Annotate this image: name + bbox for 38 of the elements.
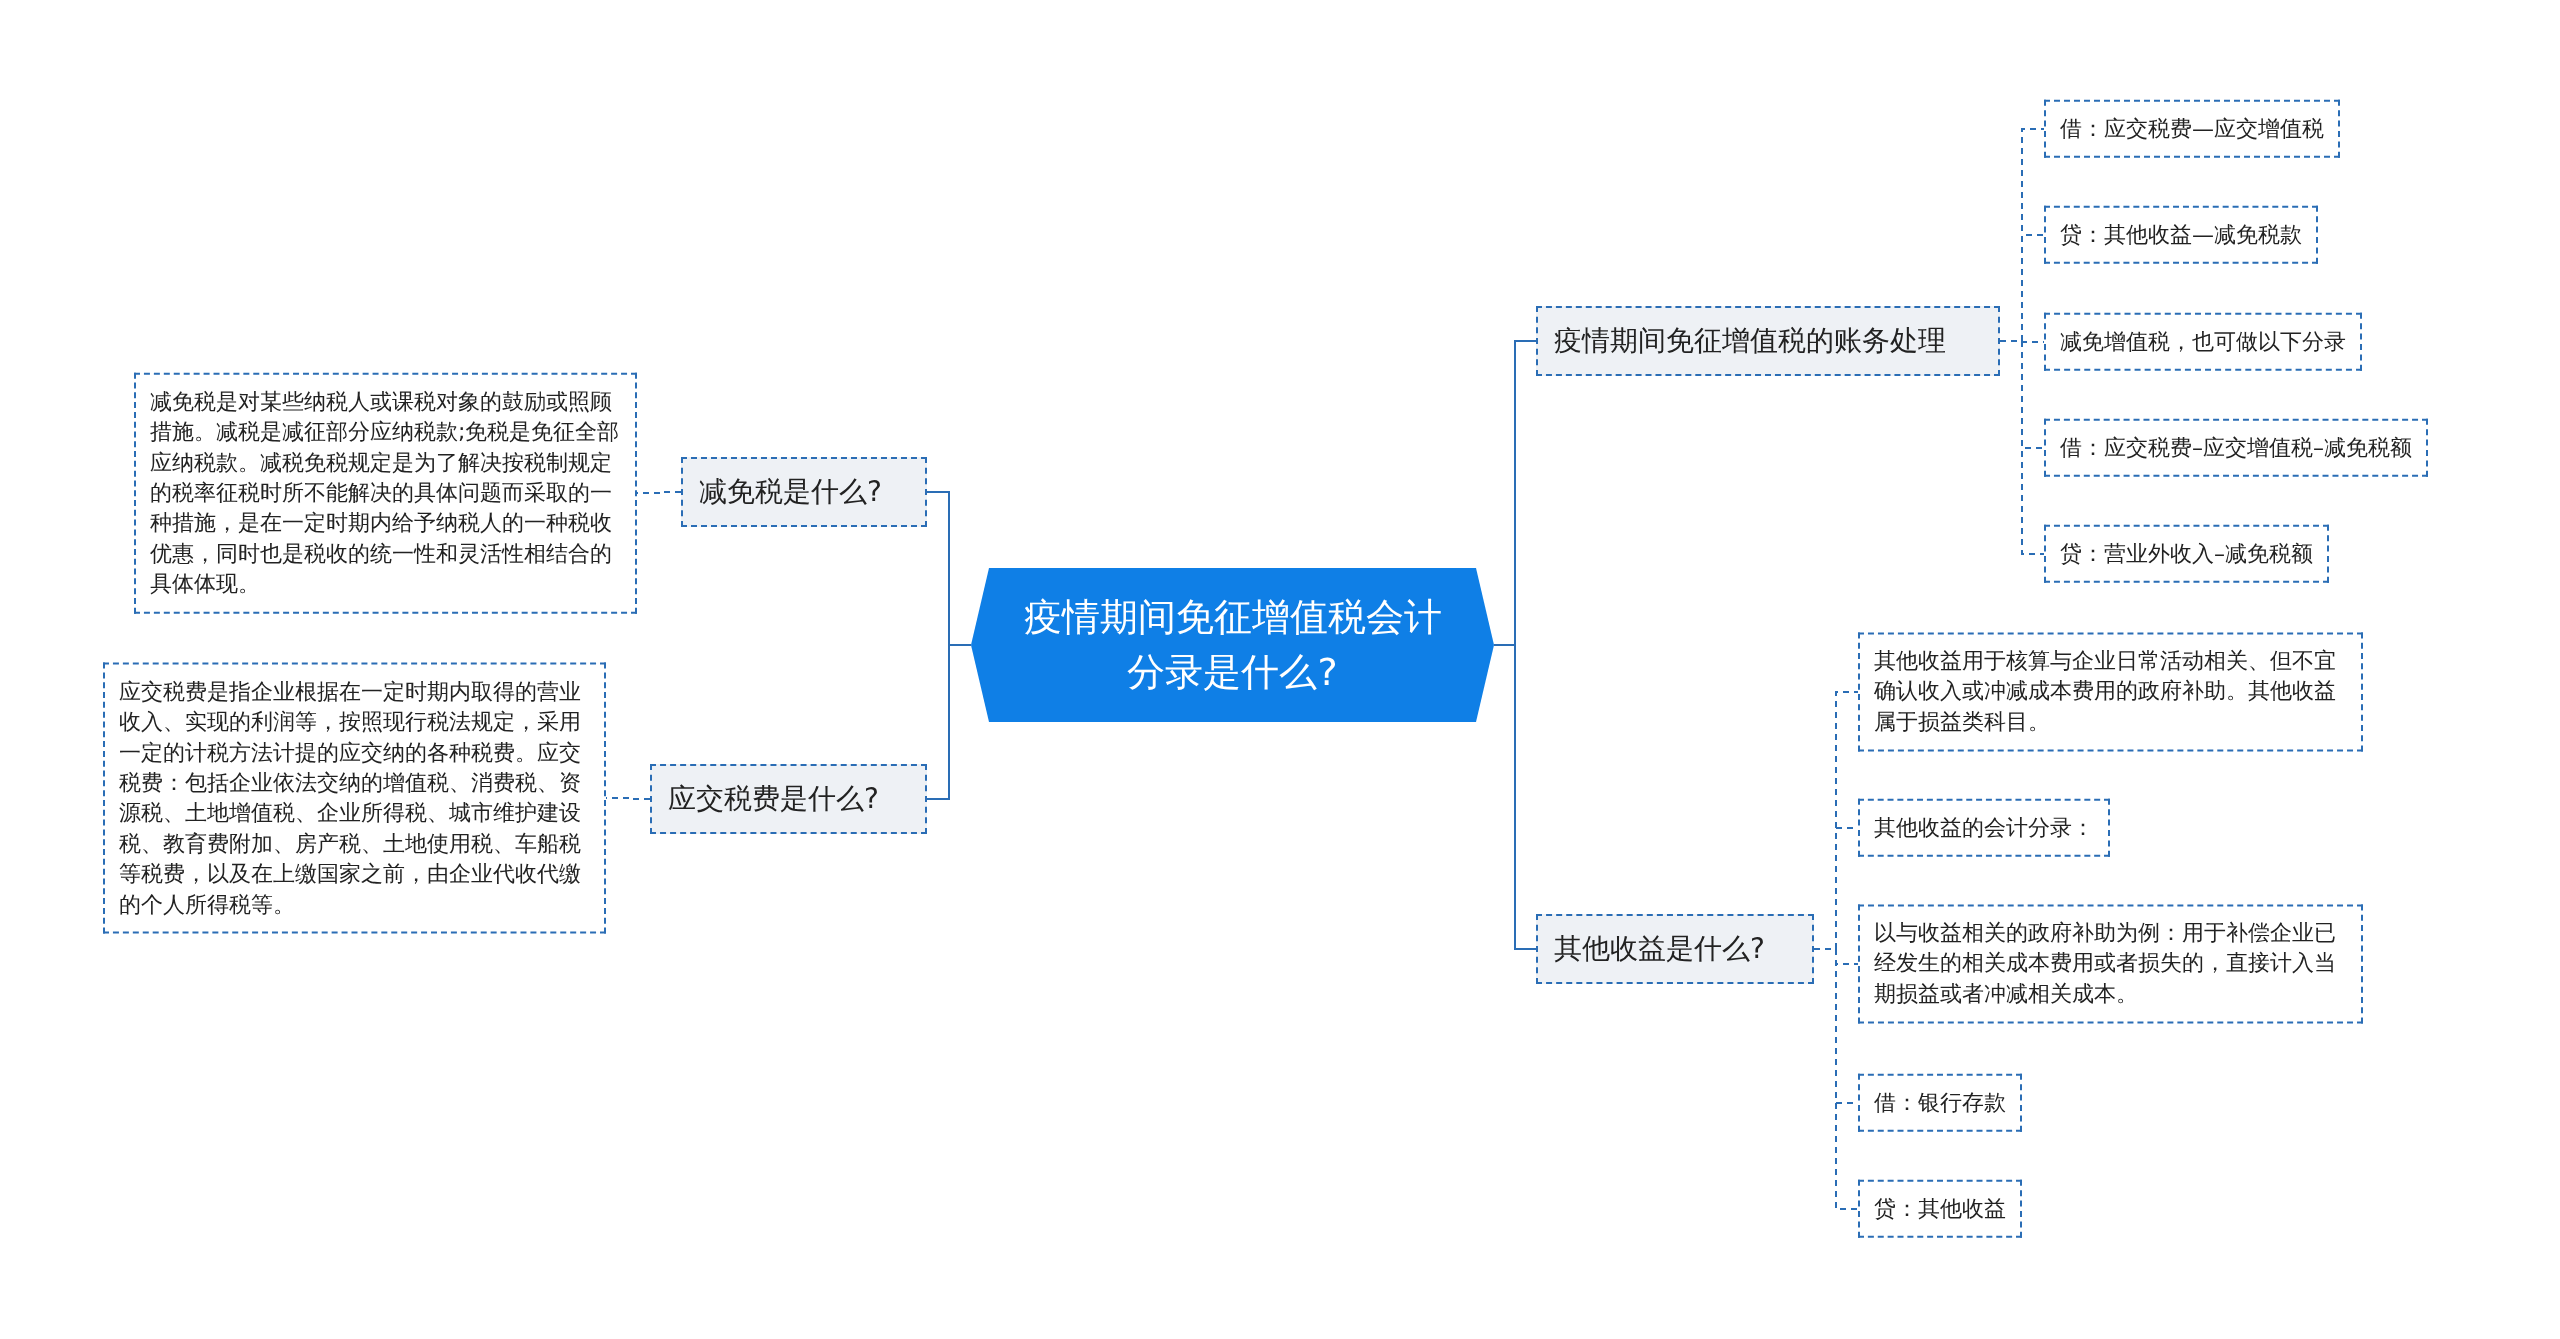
connector-line xyxy=(1813,948,1859,1210)
note-text: 借：应交税费—应交增值税 xyxy=(2060,114,2324,143)
entry-box xyxy=(1858,798,2110,858)
note-text: 借：应交税费–应交增值税–减免税额 xyxy=(2060,433,2412,462)
note-text: 其他收益的会计分录： xyxy=(1874,813,2094,842)
note-text: 借：银行存款 xyxy=(1874,1088,2006,1117)
note-text: 以与收益相关的政府补助为例：用于补偿企业已经发生的相关成本费用或者损失的，直接计入当期损益或者冲减相关成本。 xyxy=(1874,919,2337,1009)
connector-line xyxy=(1999,340,2045,555)
note-box xyxy=(103,662,606,934)
note-text: 应交税费是指企业根据在一定时期内取得的营业收入、实现的利润等，按照现行税法规定，采用一定的计税方法计提的应交纳的各种税费。应交税费：包括企业依法交纳的增值税、消费税、资源税、土地增值税、企业所得税、城市维护建设税、教育费附加、房产税、土地使用税、车船税等税费，以及在上缴国家之前，由企业代收代缴的个人所得税等。 xyxy=(119,677,582,919)
entry-box xyxy=(2044,418,2428,478)
connector-line xyxy=(926,644,972,800)
entry-box xyxy=(2044,99,2340,159)
entry-box xyxy=(1858,1073,2022,1133)
topic-text: 其他收益是什么? xyxy=(1554,931,1766,967)
note-text: 贷：营业外收入–减免税额 xyxy=(2060,539,2313,568)
entry-box xyxy=(1858,1179,2022,1239)
note-box xyxy=(134,372,637,614)
connector-line xyxy=(1493,644,1537,950)
note-text: 其他收益用于核算与企业日常活动相关、但不宜确认收入或冲减成本费用的政府补助。其他收益属于损益类科目。 xyxy=(1874,647,2337,737)
entry-box xyxy=(2044,205,2318,265)
topic-text: 应交税费是什么? xyxy=(668,781,880,817)
central-topic-hexagon xyxy=(971,568,1494,722)
note-text: 贷：其他收益 xyxy=(1874,1194,2006,1223)
entry-box xyxy=(2044,524,2329,584)
note-text: 减免税是对某些纳税人或课税对象的鼓励或照顾措施。减税是减征部分应纳税款;免税是免征全部应纳税款。减税免税规定是为了解决按税制规定的税率征税时所不能解决的具体问题而采取的一种措施，是在一定时期内给予纳税人的一种税收优惠，同时也是税收的统一性和灵活性相结合的具体体现。 xyxy=(150,387,621,598)
topic-text: 疫情期间免征增值税的账务处理 xyxy=(1554,323,1947,359)
note-box xyxy=(1858,904,2363,1024)
topic-box xyxy=(650,764,927,834)
note-box xyxy=(1858,632,2363,752)
topic-text: 减免税是什么? xyxy=(699,474,883,510)
topic-box xyxy=(681,457,927,527)
central-topic-text: 疫情期间免征增值税会计分录是什么? xyxy=(1022,593,1443,696)
topic-box xyxy=(1536,914,1814,984)
note-text: 贷：其他收益—减免税款 xyxy=(2060,220,2302,249)
entry-box xyxy=(2044,312,2362,372)
topic-box xyxy=(1536,306,2000,376)
note-text: 减免增值税，也可做以下分录 xyxy=(2060,327,2346,356)
